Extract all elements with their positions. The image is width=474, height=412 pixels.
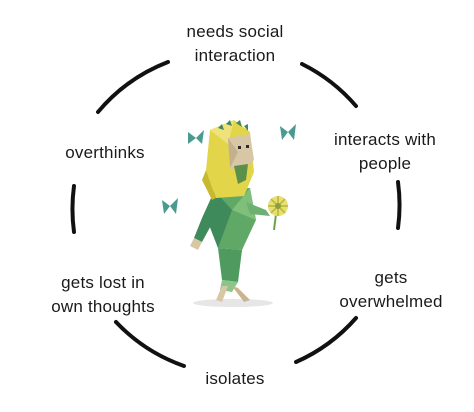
- node-gets-lost-in-own-thoughts: gets lost in own thoughts: [28, 271, 178, 319]
- butterfly-icon: [162, 198, 178, 214]
- cycle-arc-top-right: [300, 62, 358, 108]
- node-line: isolates: [205, 369, 265, 388]
- cycle-arc-bottom-left: [114, 320, 186, 368]
- node-interacts-with-people: interacts with people: [315, 128, 455, 176]
- butterfly-icon: [280, 124, 296, 140]
- hermit-figure-illustration: [162, 120, 296, 307]
- cycle-arc-left: [70, 184, 76, 234]
- cycle-arc-bottom-right: [294, 316, 358, 364]
- node-needs-social-interaction: needs social interaction: [160, 20, 310, 68]
- figure-shadow: [193, 299, 273, 307]
- node-line: interaction: [194, 46, 276, 65]
- cycle-arc-top-left: [96, 60, 170, 114]
- node-line: own thoughts: [51, 297, 155, 316]
- node-line: overthinks: [65, 143, 145, 162]
- node-gets-overwhelmed: gets overwhelmed: [316, 266, 466, 314]
- node-line: people: [358, 154, 412, 173]
- node-line: gets: [374, 268, 408, 287]
- flower-icon: [268, 196, 288, 231]
- node-overthinks: overthinks: [40, 141, 170, 165]
- butterfly-icon: [188, 130, 204, 144]
- node-line: interacts with: [333, 130, 436, 149]
- node-line: overwhelmed: [339, 292, 443, 311]
- cycle-arc-right: [396, 180, 402, 230]
- node-isolates: isolates: [180, 367, 290, 391]
- node-line: gets lost in: [61, 273, 145, 292]
- node-line: needs social: [186, 22, 284, 41]
